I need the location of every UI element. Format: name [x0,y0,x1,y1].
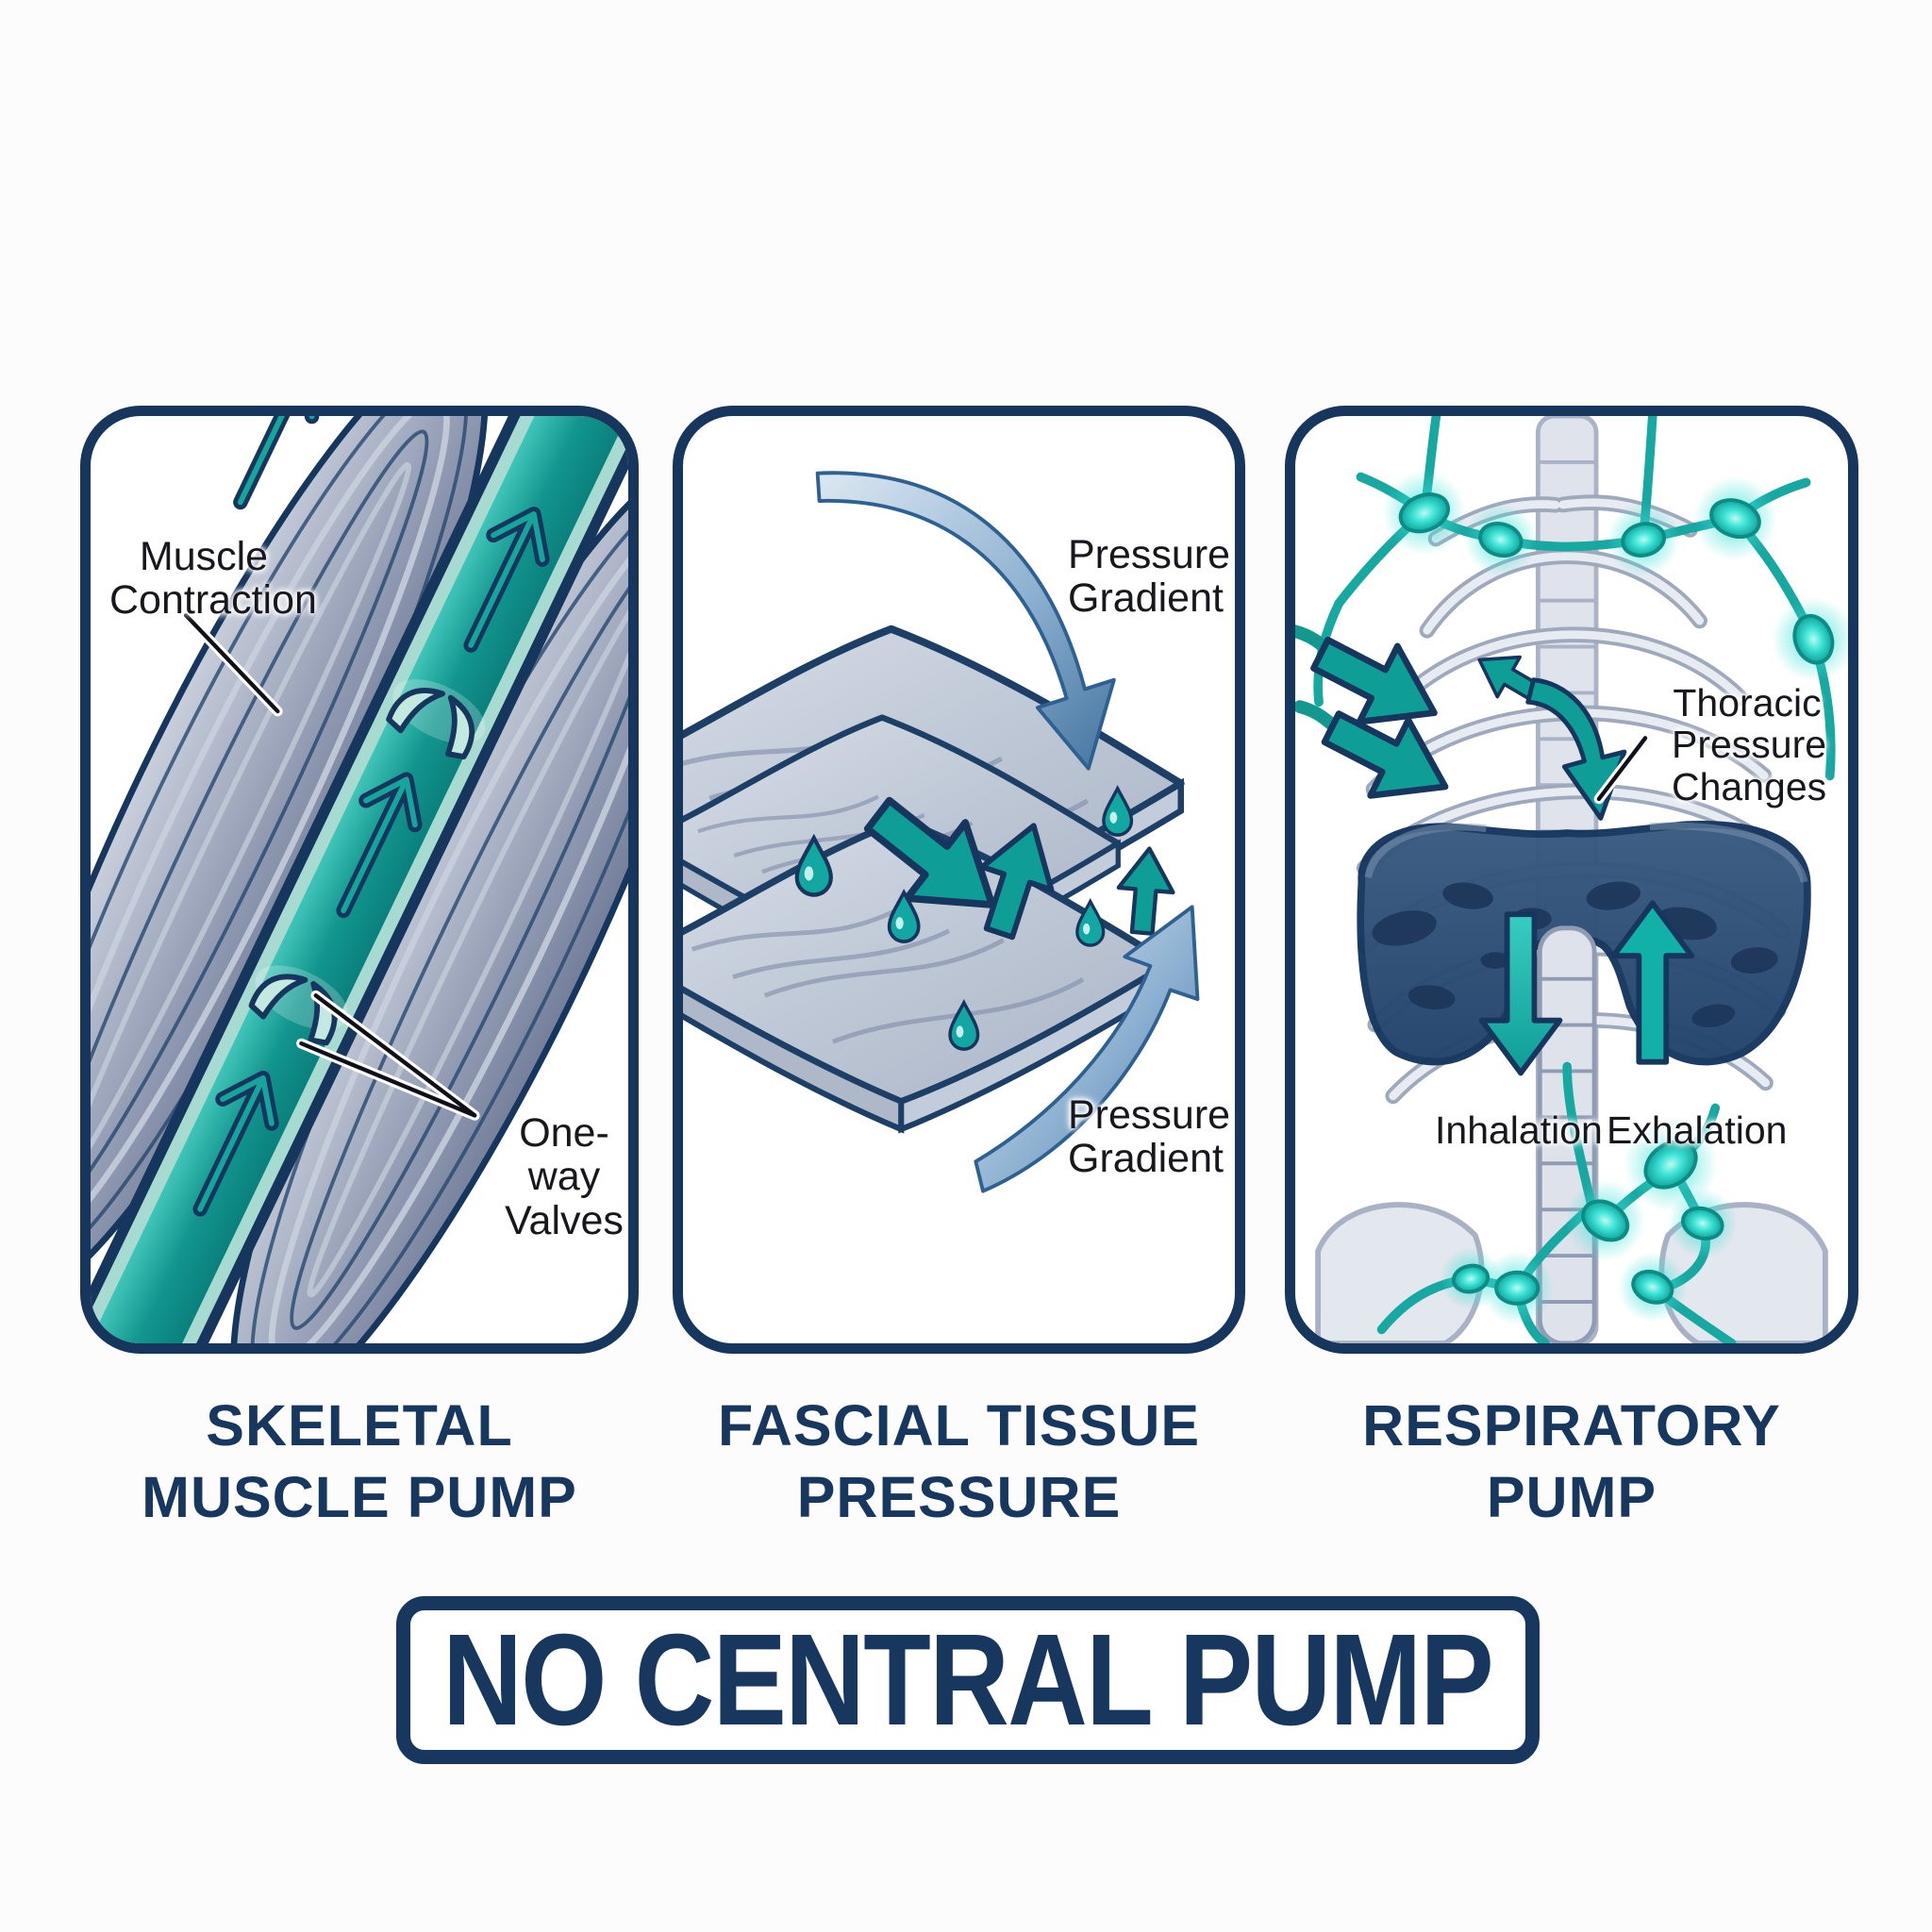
lymph-node-icon [1709,498,1761,539]
lymph-node-icon [1451,1263,1491,1294]
banner-text: NO CENTRAL PUMP [442,1607,1494,1753]
lymph-node-icon [1478,522,1524,558]
lymph-node-icon [1643,1139,1698,1190]
lymph-node-icon [1621,522,1667,558]
title-fascial-tissue-pressure: FASCIAL TISSUE PRESSURE [717,1393,1201,1529]
one-way-valves-label: One-way Valves [505,1110,624,1243]
exhalation-arrow-icon [1610,900,1695,1065]
panel-skeletal-muscle-pump: Muscle Contraction One-way Valves [80,406,639,1354]
lymph-nodes-upper [1382,470,1848,682]
thoracic-pressure-changes-label: Thoracic Pressure Changes [1672,681,1827,808]
lymph-node-icon [1494,1270,1541,1306]
exhalation-label: Exhalation [1607,1108,1788,1152]
fascial-tissue-illustration [683,471,1200,1193]
lymph-node-icon [1680,1206,1724,1241]
interstitial-flow-arrow-icon [1115,846,1176,935]
lymph-nodes-lower [1440,1116,1738,1325]
respiratory-pump-illustration [1295,416,1848,1343]
one-way-valve-icon [386,679,486,760]
panel-respiratory-pump: Thoracic Pressure Changes Inhalation Exh… [1285,406,1858,1354]
skeletal-muscle-pump-illustration [91,416,628,1343]
lymph-node-icon [1581,1199,1630,1242]
diaphragm [1357,821,1811,1066]
inhalation-arrow-icon [1478,911,1563,1076]
pressure-gradient-arrow-icon [815,471,1116,771]
leader-line [1593,732,1651,805]
pressure-gradient-bottom-label: Pressure Gradient [1068,1092,1231,1182]
pressure-gradient-top-label: Pressure Gradient [1068,532,1231,622]
lower-lymph-network [1376,1061,1738,1343]
flow-arrow-icon [233,416,320,510]
muscle-contraction-label: Muscle Contraction [109,534,317,624]
lymph-node-icon [1398,492,1451,534]
pressure-gradient-arrow-icon [974,905,1200,1193]
lymph-node-icon [1631,1269,1674,1305]
title-respiratory-pump: RESPIRATORY PUMP [1362,1393,1781,1529]
panel-fascial-tissue-pressure: Pressure Gradient Pressure Gradient [673,406,1245,1354]
pressure-gradient-arrows [815,471,1200,1193]
no-central-pump-banner: NO CENTRAL PUMP [396,1596,1540,1764]
title-skeletal-muscle-pump: SKELETAL MUSCLE PUMP [142,1393,577,1529]
inhalation-label: Inhalation [1435,1108,1603,1152]
leader-lines [180,609,480,1121]
thoracic-pressure-arrows [1295,616,1627,824]
lymph-node-icon [1792,613,1835,665]
